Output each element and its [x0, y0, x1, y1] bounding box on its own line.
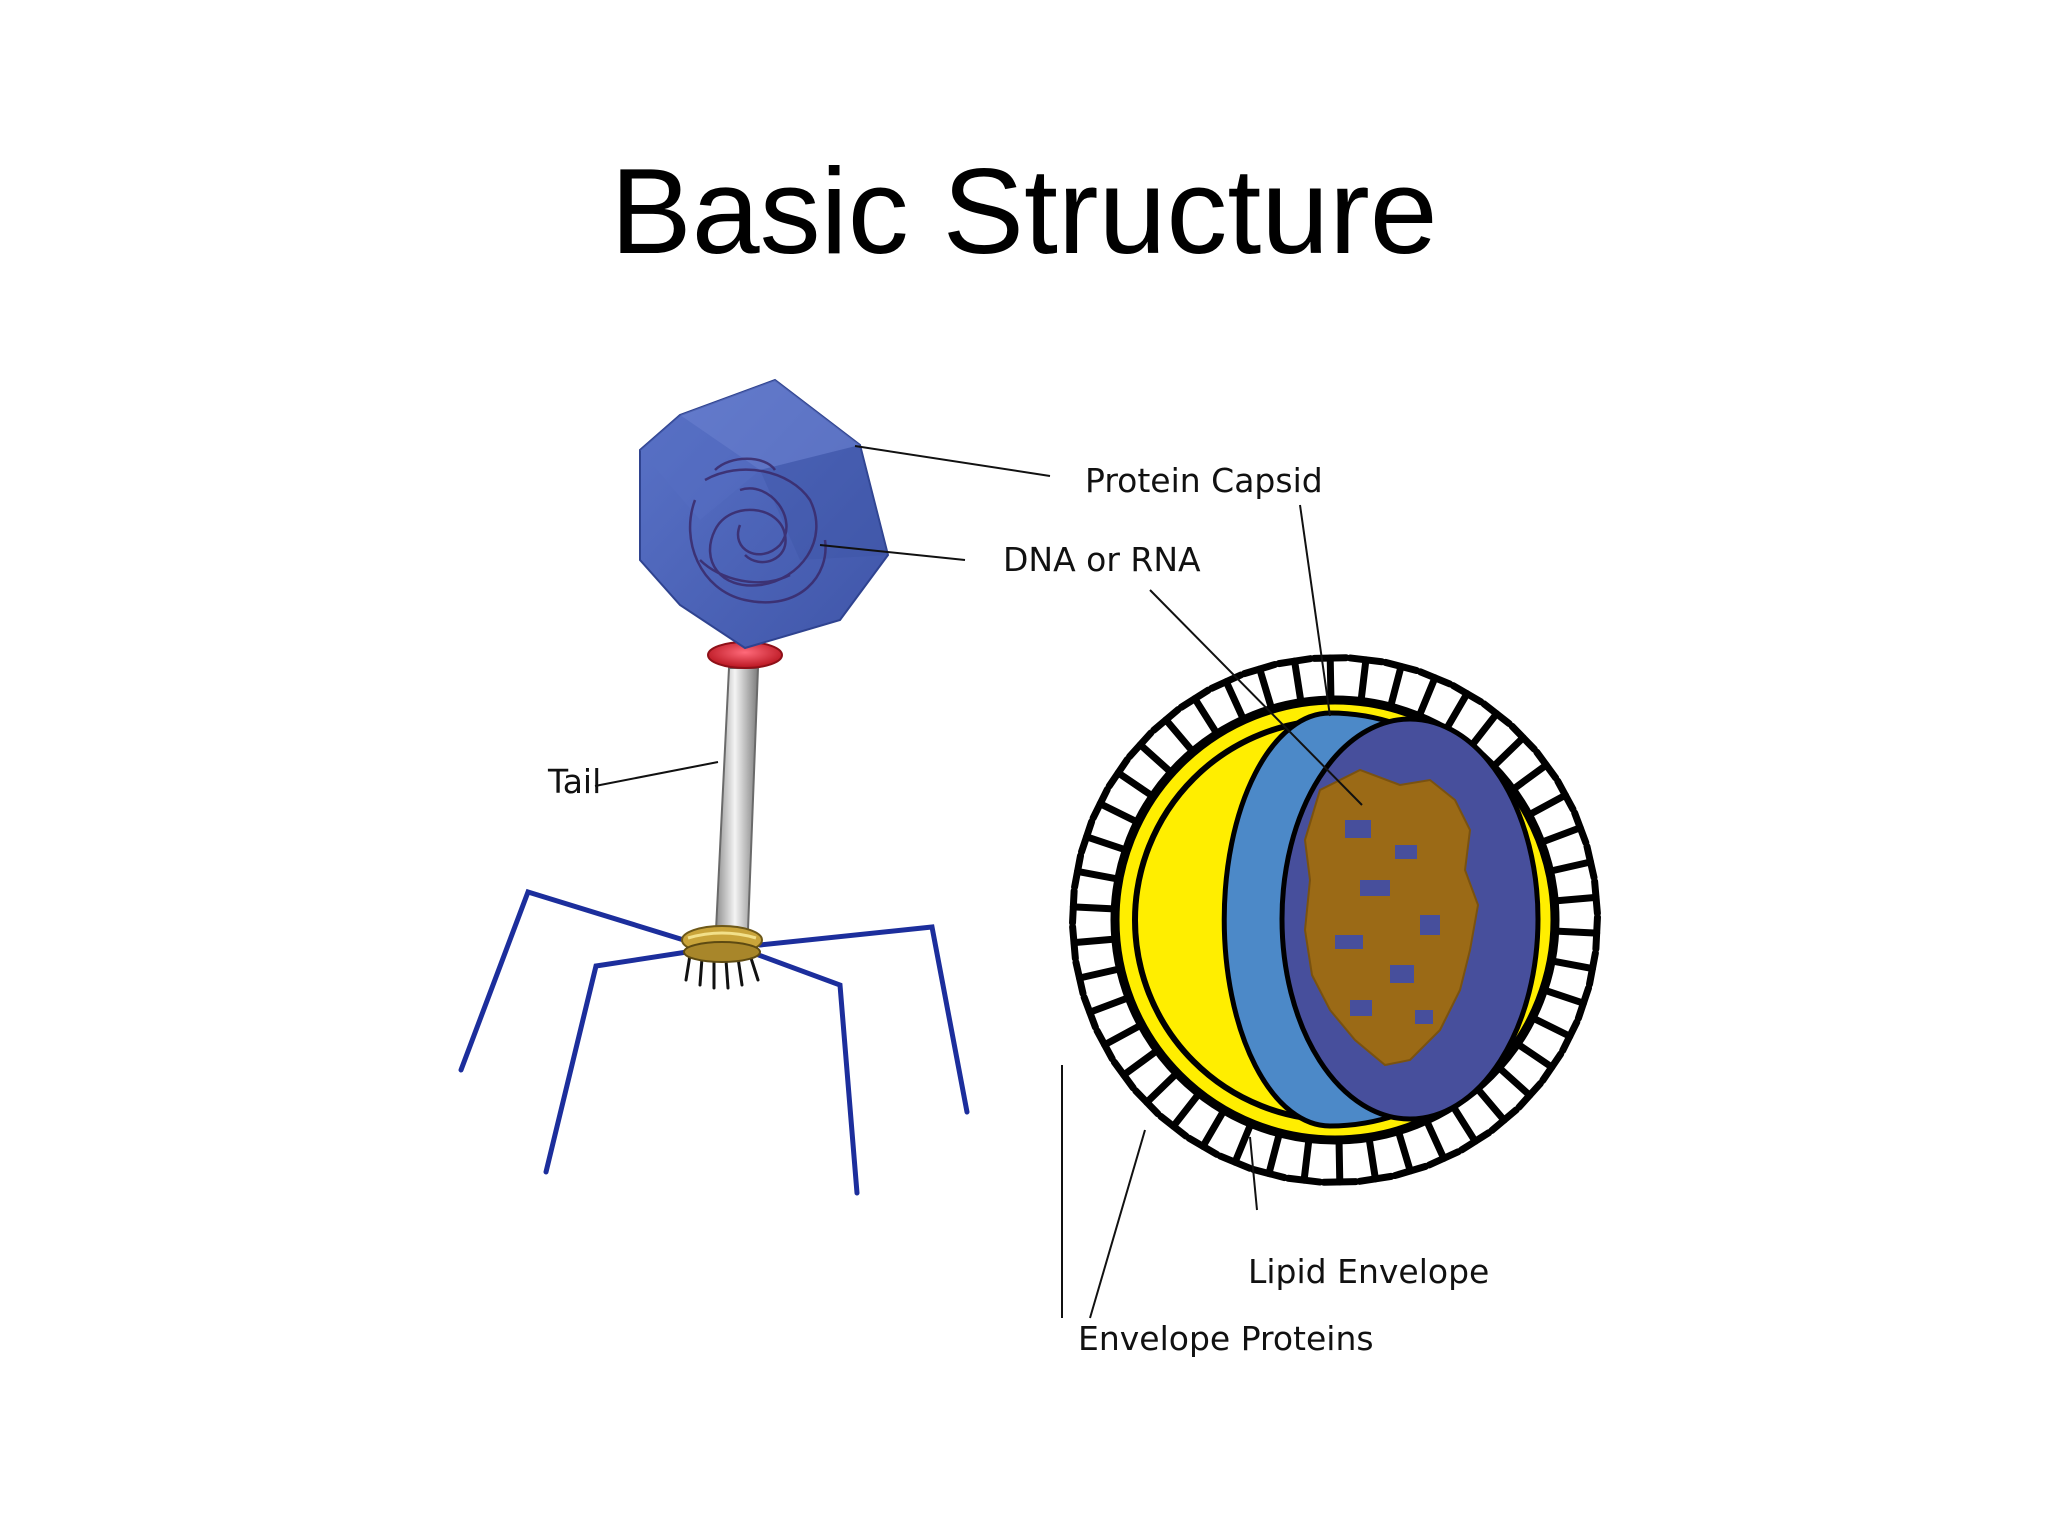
envelope-protein-head: [1515, 1079, 1544, 1111]
envelope-protein-head: [1449, 682, 1485, 706]
envelope-protein-head: [1574, 984, 1593, 1022]
phage-capsid-head: [639, 378, 890, 650]
label-protein-capsid: Protein Capsid: [1085, 461, 1323, 500]
envelope-protein-head: [1132, 1087, 1162, 1118]
phage-genome: [688, 457, 827, 604]
leader-dna-or-rna: [819, 544, 966, 561]
envelope-protein-head: [1071, 852, 1085, 891]
envelope-protein-head: [1425, 1148, 1462, 1169]
leader-protein-capsid: [854, 445, 1051, 477]
envelope-protein-head: [1110, 1058, 1137, 1092]
envelope-protein-head: [1284, 1174, 1324, 1186]
envelope-protein-head: [1157, 1112, 1190, 1140]
envelope-protein-head: [1185, 1134, 1221, 1158]
leader-tail: [594, 761, 719, 787]
envelope-protein-head: [1585, 949, 1599, 988]
envelope-protein-head: [1310, 654, 1350, 662]
envelope-protein-head: [1275, 655, 1314, 668]
baseplate: [681, 925, 763, 990]
envelope-protein-head: [1583, 842, 1598, 882]
envelope-protein-head: [1592, 913, 1601, 953]
enveloped-virus: [1069, 654, 1601, 1186]
envelope-protein-head: [1571, 809, 1590, 847]
envelope-protein-head: [1069, 887, 1078, 927]
envelope-protein-head: [1069, 923, 1079, 963]
envelope-protein-head: [1416, 668, 1454, 688]
label-envelope-proteins: Envelope Proteins: [1078, 1319, 1374, 1358]
envelope-protein-head: [1539, 1050, 1565, 1084]
envelope-protein-head: [1382, 658, 1421, 674]
leader-protein-capsid-virus: [1299, 504, 1331, 717]
labels: Protein Capsid DNA or RNA Tail Lipid Env…: [547, 445, 1489, 1358]
envelope-protein-head: [1249, 1166, 1288, 1182]
label-lipid-envelope: Lipid Envelope: [1248, 1252, 1489, 1291]
envelope-protein-head: [1488, 1106, 1520, 1135]
envelope-protein-head: [1080, 993, 1099, 1031]
virus-genome: [1303, 768, 1480, 1067]
envelope-protein-head: [1177, 686, 1212, 711]
envelope-protein-head: [1240, 660, 1279, 678]
bacteriophage: [458, 378, 970, 1196]
envelope-protein-head: [1072, 958, 1087, 998]
envelope-protein-head: [1346, 654, 1386, 666]
envelope-protein-head: [1391, 1162, 1430, 1180]
slide-title: Basic Structure: [610, 143, 1438, 279]
tail-sheath: [714, 667, 760, 931]
envelope-protein-head: [1480, 700, 1513, 728]
envelope-protein-head: [1356, 1172, 1395, 1185]
tail-fibers: [458, 888, 970, 1196]
label-tail: Tail: [547, 762, 601, 801]
envelope-protein-head: [1559, 1018, 1581, 1055]
envelope-protein-head: [1320, 1178, 1360, 1186]
envelope-protein-head: [1150, 705, 1182, 734]
leader-dna-or-rna-virus: [1149, 589, 1363, 806]
leader-envelope-proteins-b: [1089, 1129, 1146, 1319]
envelope-protein-head: [1216, 1152, 1254, 1172]
envelope-protein-head: [1591, 877, 1601, 917]
envelope-protein-head: [1089, 785, 1111, 822]
envelope-protein-head: [1533, 748, 1560, 782]
envelope-protein-head: [1093, 1027, 1116, 1063]
envelope-protein-head: [1077, 818, 1096, 856]
envelope-protein-head: [1105, 756, 1131, 790]
leader-lipid-envelope: [1249, 1136, 1258, 1211]
label-dna-or-rna: DNA or RNA: [1003, 540, 1201, 579]
envelope-protein-head: [1554, 777, 1577, 813]
envelope-protein-head: [1508, 722, 1538, 753]
envelope-protein-head: [1458, 1129, 1493, 1154]
envelope-protein-head: [1126, 729, 1155, 761]
